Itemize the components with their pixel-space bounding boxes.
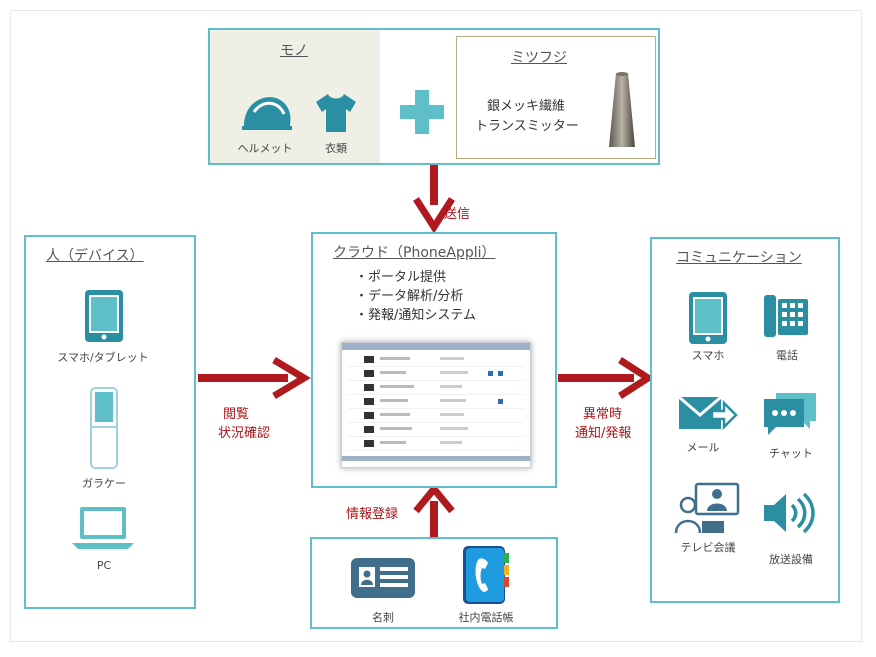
view-label-2: 状況確認 xyxy=(218,426,271,441)
smartphone-icon xyxy=(689,292,727,344)
cloud-title: クラウド（PhoneAppli） xyxy=(333,245,496,261)
portal-row xyxy=(348,423,524,437)
register-arrow xyxy=(413,483,455,537)
alert-label-1: 異常時 xyxy=(583,407,623,422)
thread-spool-icon xyxy=(609,72,635,147)
portal-list xyxy=(342,350,530,454)
shirt-label: 衣類 xyxy=(325,142,347,155)
portal-header-bar xyxy=(342,343,530,350)
laptop-icon xyxy=(72,507,134,549)
desk-phone-label: 電話 xyxy=(776,349,798,362)
shirt-icon xyxy=(316,94,356,132)
portal-row xyxy=(348,437,524,451)
comm-box: コミュニケーション スマホ 電話 メール チャット xyxy=(650,237,840,603)
business-card-icon xyxy=(351,558,415,598)
view-label-1: 閲覧 xyxy=(223,407,250,422)
feature-phone-label: ガラケー xyxy=(82,477,126,490)
helmet-icon xyxy=(242,97,292,130)
cloud-box: クラウド（PhoneAppli） ・ポータル提供 ・データ解析/分析 ・発報/通… xyxy=(311,232,557,488)
business-card-label: 名刺 xyxy=(372,611,394,624)
mitsufuji-line2: トランスミッター xyxy=(475,119,579,134)
phonebook-label: 社内電話帳 xyxy=(458,611,514,624)
person-title: 人（デバイス） xyxy=(46,248,144,264)
plus-icon xyxy=(400,90,444,134)
smartphone-tablet-label: スマホ/タブレット xyxy=(57,351,149,364)
mail-label: メール xyxy=(686,441,720,454)
speaker-label: 放送設備 xyxy=(769,553,813,566)
cloud-bullet-2: ・データ解析/分析 xyxy=(355,289,464,304)
smartphone-label: スマホ xyxy=(691,349,725,362)
mitsufuji-title: ミツフジ xyxy=(511,50,567,66)
cloud-bullet-3: ・発報/通知システム xyxy=(355,308,476,323)
portal-row xyxy=(348,395,524,409)
person-box: 人（デバイス） スマホ/タブレット ガラケー PC xyxy=(24,235,196,609)
chat-label: チャット xyxy=(769,447,813,460)
alert-label-2: 通知/発報 xyxy=(575,426,632,441)
chat-icon xyxy=(764,393,816,435)
desk-phone-icon xyxy=(764,295,808,337)
cloud-bullet-1: ・ポータル提供 xyxy=(355,270,447,285)
outer-frame xyxy=(10,10,862,642)
things-box: モノ ヘルメット 衣類 ミツフジ 銀メッキ繊維 トランスミッター xyxy=(208,28,660,165)
mitsufuji-box: ミツフジ 銀メッキ繊維 トランスミッター xyxy=(456,36,656,159)
view-arrow xyxy=(198,356,311,400)
video-conference-label: テレビ会議 xyxy=(680,541,736,554)
mail-icon xyxy=(678,395,738,431)
send-label: 送信 xyxy=(444,207,471,222)
portal-row xyxy=(348,409,524,423)
smartphone-tablet-icon xyxy=(85,290,123,342)
portal-row xyxy=(348,353,524,367)
portal-screenshot xyxy=(341,342,531,468)
speaker-icon xyxy=(764,492,815,534)
comm-title: コミュニケーション xyxy=(676,250,802,266)
registration-box: 名刺 社内電話帳 xyxy=(310,537,558,629)
alert-arrow xyxy=(558,357,655,399)
portal-footer-bar xyxy=(342,456,530,461)
things-title: モノ xyxy=(280,43,308,59)
portal-row xyxy=(348,381,524,395)
portal-row xyxy=(348,367,524,381)
send-arrow xyxy=(413,165,455,234)
register-label: 情報登録 xyxy=(346,507,399,522)
helmet-label: ヘルメット xyxy=(237,142,293,155)
mitsufuji-line1: 銀メッキ繊維 xyxy=(487,99,566,114)
video-conference-icon xyxy=(674,482,740,534)
feature-phone-icon xyxy=(90,387,118,469)
things-panel xyxy=(210,30,380,163)
phonebook-icon xyxy=(463,546,509,604)
laptop-label: PC xyxy=(96,559,112,572)
